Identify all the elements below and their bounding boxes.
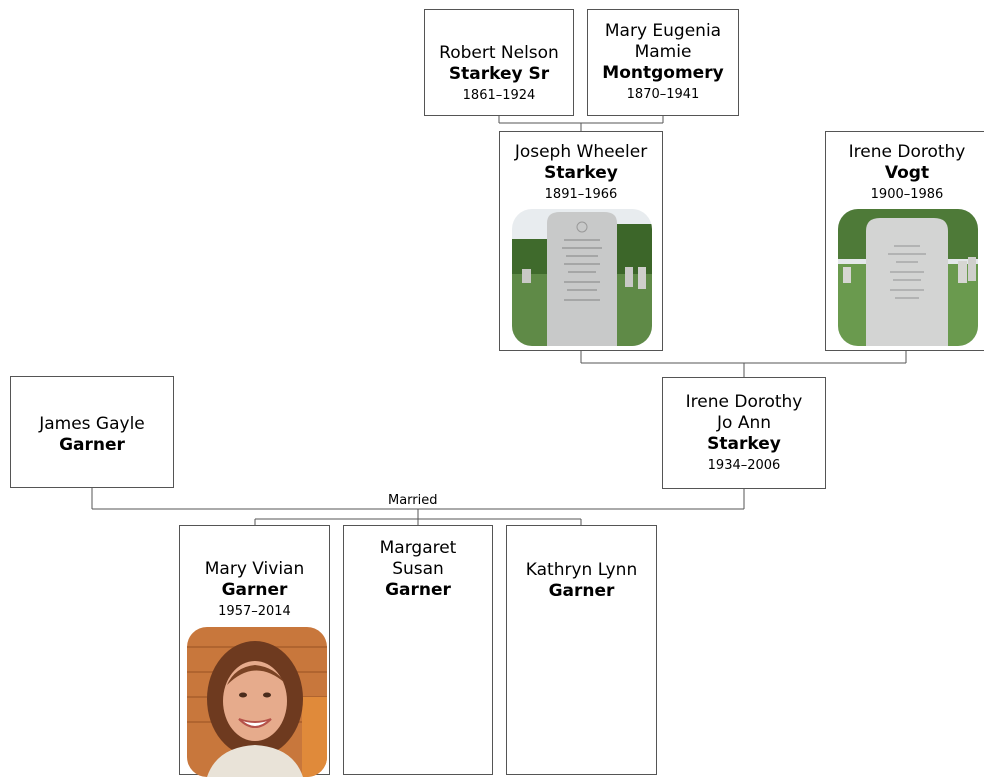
person-dates: 1861–1924 xyxy=(462,88,536,103)
person-given-name: Margaret xyxy=(379,538,457,558)
person-given-name: Mary Eugenia xyxy=(604,21,722,41)
person-card-james-gayle-garner[interactable]: James Gayle Garner xyxy=(10,376,174,488)
person-given-name-2: Mamie xyxy=(634,42,692,62)
person-card-mary-vivian-garner[interactable]: Mary Vivian Garner 1957–2014 xyxy=(179,525,330,777)
person-dates: 1870–1941 xyxy=(626,87,700,102)
person-dates: 1957–2014 xyxy=(218,604,291,619)
married-label: Married xyxy=(388,493,438,508)
person-given-name: James Gayle xyxy=(39,414,145,434)
person-given-name: Irene Dorothy xyxy=(848,142,966,162)
person-surname: Garner xyxy=(548,581,615,601)
person-surname: Montgomery xyxy=(602,63,724,83)
gravestone-photo[interactable] xyxy=(512,209,652,346)
person-surname: Starkey Sr xyxy=(448,64,550,84)
person-card-kathryn-lynn-garner[interactable]: Kathryn Lynn Garner xyxy=(506,525,657,775)
portrait-photo[interactable] xyxy=(187,627,327,777)
person-surname: Garner xyxy=(221,580,288,600)
person-dates: 1900–1986 xyxy=(870,187,944,202)
person-given-name: Joseph Wheeler xyxy=(514,142,648,162)
person-surname: Starkey xyxy=(544,163,618,183)
person-card-mary-eugenia-montgomery[interactable]: Mary Eugenia Mamie Montgomery 1870–1941 xyxy=(587,9,739,116)
person-given-name: Irene Dorothy xyxy=(685,392,803,412)
person-surname: Vogt xyxy=(884,163,930,183)
person-given-name-2: Jo Ann xyxy=(717,413,771,433)
person-card-irene-jo-ann-starkey[interactable]: Irene Dorothy Jo Ann Starkey 1934–2006 xyxy=(662,377,826,489)
person-dates: 1891–1966 xyxy=(544,187,618,202)
person-card-irene-dorothy-vogt[interactable]: Irene Dorothy Vogt 1900–1986 xyxy=(825,131,984,351)
person-given-name: Kathryn Lynn xyxy=(525,560,638,580)
person-card-joseph-wheeler-starkey[interactable]: Joseph Wheeler Starkey 1891–1966 xyxy=(499,131,663,351)
person-surname: Starkey xyxy=(707,434,781,454)
person-given-name: Robert Nelson xyxy=(439,43,559,63)
gravestone-photo[interactable] xyxy=(838,209,978,346)
person-card-robert-nelson-starkey-sr[interactable]: Robert Nelson Starkey Sr 1861–1924 xyxy=(424,9,574,116)
person-card-margaret-susan-garner[interactable]: Margaret Susan Garner xyxy=(343,525,493,775)
person-dates: 1934–2006 xyxy=(707,458,781,473)
person-given-name-2: Susan xyxy=(392,559,444,579)
person-surname: Garner xyxy=(385,580,451,600)
person-surname: Garner xyxy=(59,435,125,455)
person-given-name: Mary Vivian xyxy=(204,559,305,579)
